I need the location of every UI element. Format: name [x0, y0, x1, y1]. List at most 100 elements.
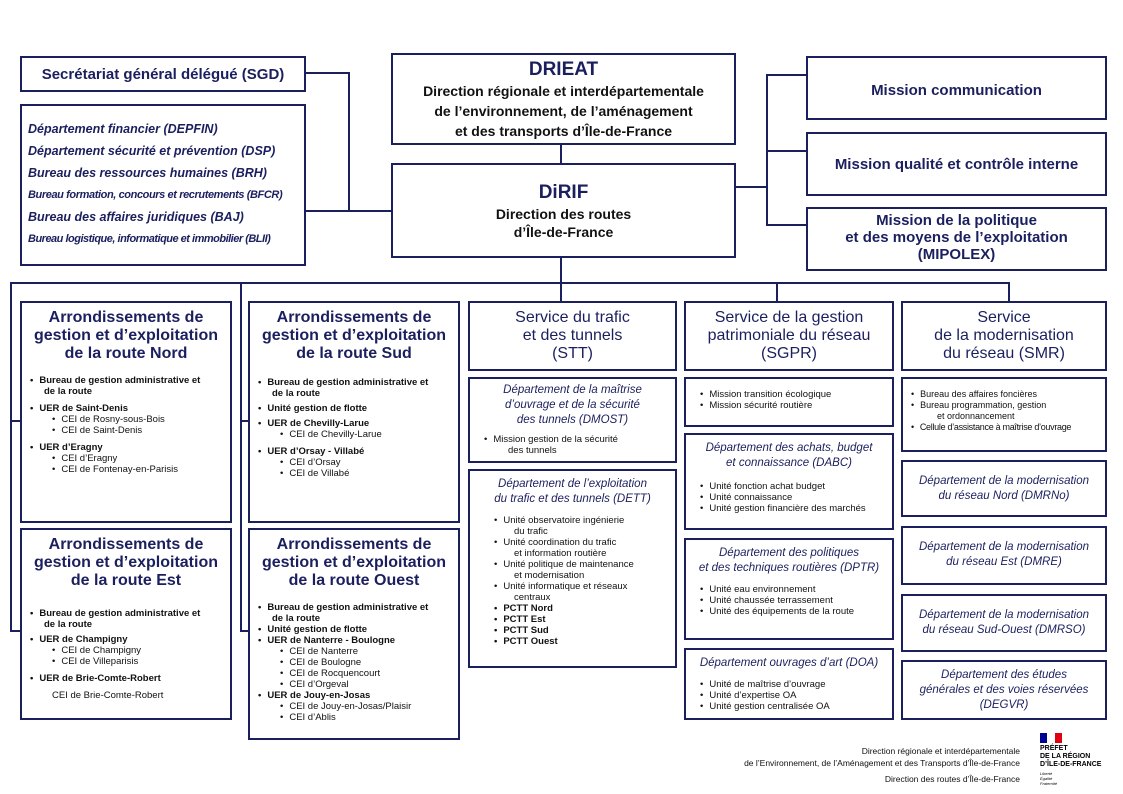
dept-title: et connaissance (DABC) [726, 457, 852, 469]
cei-item: CEI de Champigny [30, 645, 222, 656]
unit-item: Unité chaussée terrassement [696, 595, 882, 606]
unit-item: centraux [514, 592, 551, 603]
cei-item: CEI d’Orgeval [258, 679, 450, 690]
footer-line: Direction régionale et interdépartementa… [861, 746, 1020, 756]
mission-title: Mission de la politique [876, 212, 1037, 229]
sgpr-box: Service de la gestion patrimoniale du ré… [684, 301, 894, 371]
arrondissement-nord-box: Arrondissements de gestion et d’exploita… [20, 301, 232, 523]
unit-item: Unité gestion financière des marchés [696, 503, 882, 514]
smr-box: Service de la modernisation du réseau (S… [901, 301, 1107, 371]
box-title: Arrondissements de [276, 309, 432, 326]
unit-item: Unité des équipements de la route [696, 606, 882, 617]
connector-line [736, 186, 768, 188]
connector-line [10, 282, 1010, 284]
dmost-box: Département de la maîtrise d’ouvrage et … [468, 377, 677, 463]
sgd-unit: Département financier (DEPFIN) [28, 122, 218, 136]
unit-item: et information routière [514, 548, 607, 559]
footer-line: Direction des routes d’Île-de-France [884, 774, 1020, 784]
connector-line [776, 282, 778, 302]
logo-text: DE LA RÉGION [1040, 753, 1091, 760]
unit-item: de la route [272, 613, 321, 624]
dept-title: du réseau Nord (DMRNo) [938, 490, 1070, 502]
dirif-line: d’Île-de-France [513, 224, 614, 240]
box-title: (STT) [552, 345, 593, 362]
box-title: Service de la gestion [714, 309, 864, 326]
sgd-unit: Bureau logistique, informatique et immob… [28, 233, 271, 245]
unit-item: de la route [272, 388, 321, 399]
sgd-unit: Bureau des ressources humaines (BRH) [28, 166, 267, 180]
logo-motto: Liberté [1040, 771, 1053, 776]
drieat-line: et des transports d’Île-de-France [454, 123, 673, 139]
box-title: de la modernisation [934, 327, 1074, 344]
cei-item: CEI de Nanterre [258, 646, 450, 657]
cei-item: CEI de Rocquencourt [258, 668, 450, 679]
box-title: (SGPR) [761, 345, 817, 362]
dept-title: d’ouvrage et de la sécurité [505, 399, 640, 411]
box-title: Arrondissements de [48, 536, 204, 553]
unit-item: Unité de maîtrise d’ouvrage [696, 679, 882, 690]
dept-title: des tunnels (DMOST) [516, 414, 629, 426]
unit-item: Bureau de gestion administrative et [30, 375, 222, 386]
unit-item: Unité fonction achat budget [696, 481, 882, 492]
unit-item: Bureau de gestion administrative et [258, 377, 450, 388]
dept-title: et des techniques routières (DPTR) [698, 562, 880, 574]
mission-title: (MIPOLEX) [917, 246, 996, 263]
mission-qualite-box: Mission qualité et contrôle interne [806, 132, 1107, 196]
stt-box: Service du trafic et des tunnels (STT) [468, 301, 677, 371]
unit-item: UER de Champigny [30, 634, 222, 645]
box-title: de la route Est [70, 572, 182, 589]
dept-title: Département ouvrages d’art (DOA) [699, 657, 879, 669]
arrondissement-est-box: Arrondissements de gestion et d’exploita… [20, 528, 232, 720]
cei-item: CEI d’Ablis [258, 712, 450, 723]
dept-title: Département des études [941, 669, 1067, 681]
unit-item: Unité coordination du trafic [480, 537, 665, 548]
pctt-item: PCTT Sud [480, 625, 665, 636]
unit-item: Unité d’expertise OA [696, 690, 882, 701]
doa-box: Département ouvrages d’art (DOA) Unité d… [684, 648, 894, 720]
unit-item: Unité gestion de flotte [258, 624, 450, 635]
dmrso-box: Département de la modernisation du résea… [901, 594, 1107, 652]
logo-text: D’ÎLE-DE-FRANCE [1040, 761, 1102, 768]
dept-title: du réseau Sud-Ouest (DMRSO) [922, 624, 1086, 636]
box-title: et des tunnels [522, 327, 623, 344]
connector-line [10, 282, 12, 632]
degvr-box: Département des études générales et des … [901, 660, 1107, 720]
cei-item: CEI de Chevilly-Larue [258, 429, 450, 440]
unit-item: Mission transition écologique [696, 389, 882, 400]
unit-item: UER d’Orsay - Villabé [258, 446, 450, 457]
dptr-box: Département des politiques et des techni… [684, 538, 894, 640]
unit-item: Cellule d’assistance à maîtrise d’ouvrag… [911, 422, 1097, 433]
unit-item: UER de Brie-Comte-Robert [30, 673, 222, 684]
unit-item: et modernisation [514, 570, 585, 581]
cei-item: CEI de Rosny-sous-Bois [30, 414, 222, 425]
sgpr-missions-box: Mission transition écologique Mission sé… [684, 377, 894, 427]
drieat-line: Direction régionale et interdépartementa… [423, 83, 704, 99]
unit-item: Mission gestion de la sécurité [478, 434, 667, 445]
arrondissement-sud-box: Arrondissements de gestion et d’exploita… [248, 301, 460, 523]
sgd-box: Secrétariat général délégué (SGD) [20, 56, 306, 92]
cei-item: CEI de Villabé [258, 468, 450, 479]
cei-item: CEI d’Eragny [30, 453, 222, 464]
box-title: gestion et d’exploitation [261, 554, 446, 571]
box-title: Service du trafic [515, 309, 630, 326]
prefet-logo: PRÉFET DE LA RÉGION D’ÎLE-DE-FRANCE Libe… [1040, 733, 1120, 789]
unit-item: Unité gestion centralisée OA [696, 701, 882, 712]
connector-line [305, 210, 392, 212]
connector-line [240, 282, 242, 632]
sgd-unit: Département sécurité et prévention (DSP) [28, 144, 276, 158]
unit-item: Unité gestion de flotte [258, 403, 450, 414]
cei-item: CEI de Brie-Comte-Robert [52, 690, 164, 701]
unit-item: Unité connaissance [696, 492, 882, 503]
unit-item: Unité informatique et réseaux [480, 581, 665, 592]
dept-title: Département de la modernisation [918, 541, 1090, 553]
smr-units-box: Bureau des affaires foncières Bureau pro… [901, 377, 1107, 452]
box-title: gestion et d’exploitation [261, 327, 446, 344]
dirif-line: Direction des routes [495, 206, 632, 222]
mission-title: et des moyens de l’exploitation [845, 229, 1068, 246]
cei-item: CEI d’Orsay [258, 457, 450, 468]
footer: Direction régionale et interdépartementa… [640, 745, 1020, 785]
sgd-unit: Bureau des affaires juridiques (BAJ) [28, 210, 244, 224]
box-title: de la route Ouest [288, 572, 420, 589]
box-title: du réseau (SMR) [943, 345, 1065, 362]
unit-item: de la route [44, 386, 93, 397]
